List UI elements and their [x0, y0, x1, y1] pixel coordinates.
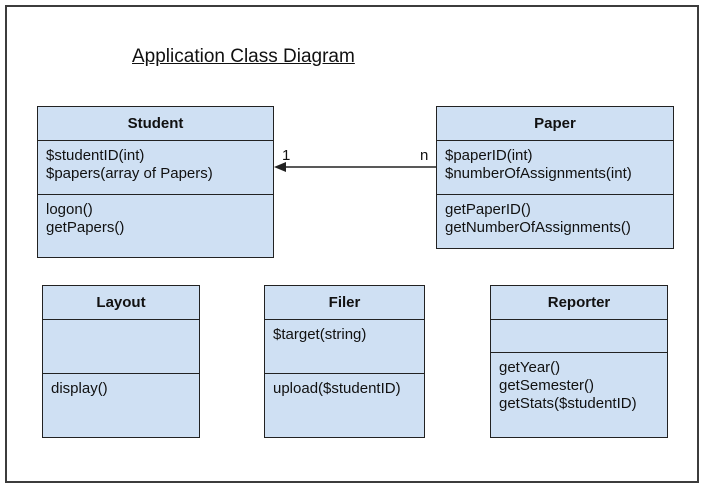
class-student-name: Student [38, 107, 273, 141]
method: upload($studentID) [273, 380, 401, 397]
diagram-title: Application Class Diagram [132, 46, 355, 67]
method: display() [51, 380, 108, 397]
class-student-attributes: $studentID(int) $papers(array of Papers) [38, 141, 273, 195]
class-filer: Filer $target(string) upload($studentID) [264, 285, 425, 438]
class-reporter-name: Reporter [491, 286, 667, 320]
class-student-methods: logon() getPapers() [38, 195, 273, 257]
class-layout-methods: display() [43, 374, 199, 437]
attribute: $target(string) [273, 326, 367, 343]
class-paper: Paper $paperID(int) $numberOfAssignments… [436, 106, 674, 249]
class-reporter: Reporter getYear() getSemester() getStat… [490, 285, 668, 438]
method: getStats($studentID) [499, 395, 637, 412]
method: getPaperID() [445, 201, 531, 218]
method: getSemester() [499, 377, 595, 394]
class-layout-attributes [43, 320, 199, 374]
attribute: $papers(array of Papers) [46, 165, 213, 182]
attribute: $numberOfAssignments(int) [445, 165, 632, 182]
class-paper-methods: getPaperID() getNumberOfAssignments() [437, 195, 673, 248]
arrowhead-icon [274, 162, 286, 172]
attribute: $studentID(int) [46, 147, 145, 164]
method: getPapers() [46, 219, 125, 236]
attribute: $paperID(int) [445, 147, 533, 164]
class-paper-name: Paper [437, 107, 673, 141]
method: getNumberOfAssignments() [445, 219, 631, 236]
multiplicity-paper: n [420, 147, 429, 164]
class-layout: Layout display() [42, 285, 200, 438]
class-student: Student $studentID(int) $papers(array of… [37, 106, 274, 258]
method: logon() [46, 201, 93, 218]
class-paper-attributes: $paperID(int) $numberOfAssignments(int) [437, 141, 673, 195]
class-layout-name: Layout [43, 286, 199, 320]
multiplicity-student: 1 [282, 147, 291, 164]
class-reporter-attributes [491, 320, 667, 353]
method: getYear() [499, 359, 561, 376]
class-filer-name: Filer [265, 286, 424, 320]
class-filer-methods: upload($studentID) [265, 374, 424, 437]
class-reporter-methods: getYear() getSemester() getStats($studen… [491, 353, 667, 437]
class-filer-attributes: $target(string) [265, 320, 424, 374]
